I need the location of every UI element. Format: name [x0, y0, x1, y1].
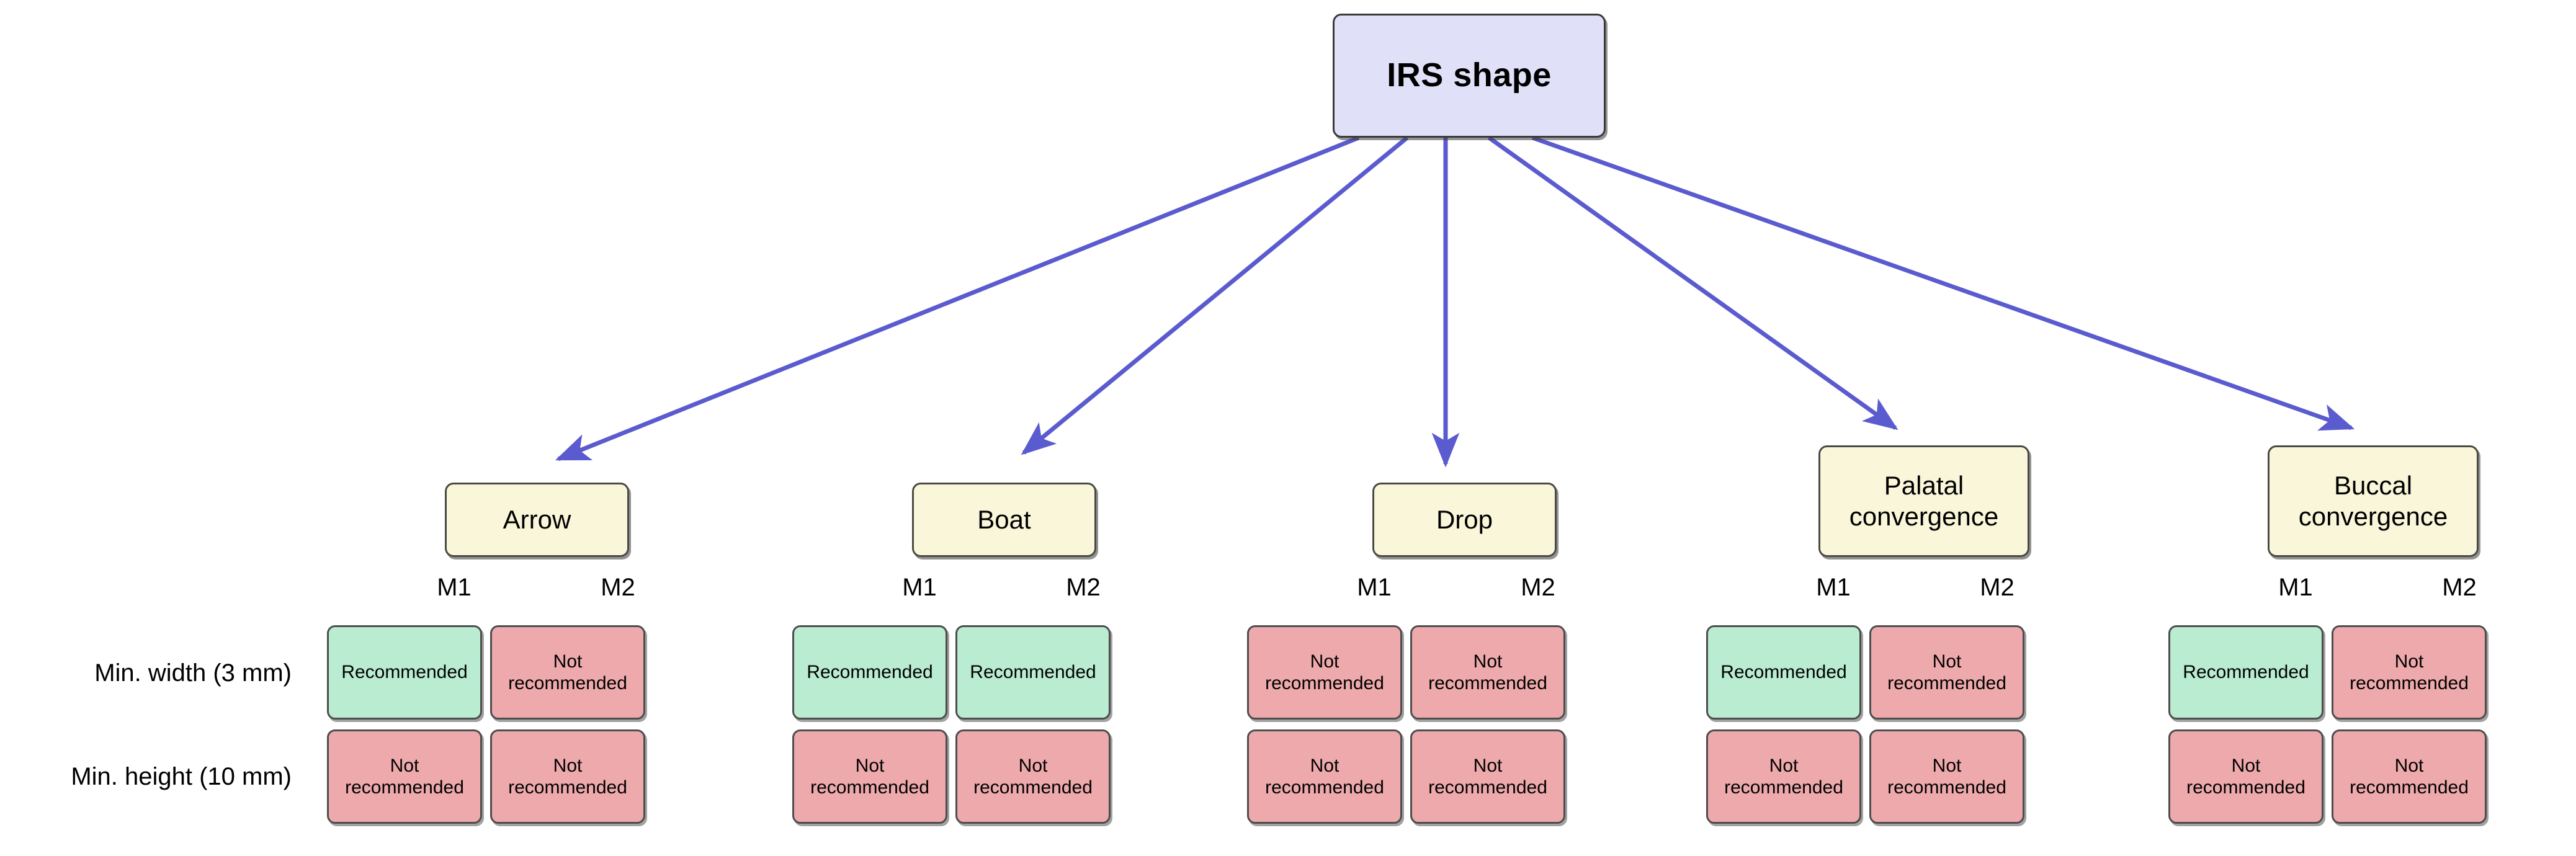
cell-label: Not recommended	[810, 755, 929, 798]
cell-label: Not recommended	[2350, 755, 2469, 798]
column-header-label: M1	[1357, 574, 1392, 601]
shape-node-boat[interactable]: Boat	[912, 483, 1096, 557]
shape-node-label: Palatal convergence	[1845, 470, 2004, 532]
cell-arrow-m2-min-height[interactable]: Not recommended	[490, 729, 645, 824]
cell-drop-m2-min-width[interactable]: Not recommended	[1410, 625, 1565, 720]
cell-label: Not recommended	[2186, 755, 2305, 798]
root-node-label: IRS shape	[1387, 56, 1552, 94]
cell-label: Not recommended	[1724, 755, 1843, 798]
column-header-label: M1	[1816, 574, 1851, 601]
cell-buccal-m2-min-width[interactable]: Not recommended	[2332, 625, 2487, 720]
cell-label: Not recommended	[1265, 755, 1384, 798]
shape-node-label-line-1: Buccal	[2333, 471, 2413, 501]
shape-node-arrow[interactable]: Arrow	[445, 483, 629, 557]
connector-to-arrow	[555, 135, 1360, 461]
column-header-drop-m2: M2	[1457, 574, 1619, 602]
cell-palatal-m2-min-width[interactable]: Not recommended	[1869, 625, 2024, 720]
column-header-buccal-m1: M1	[2215, 574, 2376, 602]
connector-to-buccal	[1531, 135, 2355, 431]
shape-node-palatal-convergence[interactable]: Palatal convergence	[1818, 445, 2029, 557]
root-node-irs-shape[interactable]: IRS shape	[1333, 14, 1606, 138]
column-header-label: M2	[601, 574, 635, 601]
column-header-arrow-m2: M2	[537, 574, 699, 602]
column-header-arrow-m1: M1	[373, 574, 535, 602]
column-header-label: M2	[1066, 574, 1101, 601]
shape-node-label: Arrow	[503, 505, 571, 535]
column-header-label: M1	[437, 574, 472, 601]
shape-node-label: Boat	[977, 505, 1031, 535]
cell-arrow-m1-min-width[interactable]: Recommended	[327, 625, 482, 720]
column-header-label: M2	[2442, 574, 2477, 601]
row-label-text: Min. width (3 mm)	[94, 659, 292, 687]
column-header-label: M2	[1980, 574, 2015, 601]
cell-buccal-m1-min-height[interactable]: Not recommended	[2168, 729, 2323, 824]
shape-node-buccal-convergence[interactable]: Buccal convergence	[2268, 445, 2479, 557]
cell-label: Recommended	[970, 662, 1096, 683]
row-label-min-height: Min. height (10 mm)	[0, 763, 292, 791]
cell-label: Recommended	[807, 662, 933, 683]
column-header-drop-m1: M1	[1294, 574, 1455, 602]
cell-label: Not recommended	[1428, 651, 1547, 693]
cell-drop-m1-min-height[interactable]: Not recommended	[1247, 729, 1402, 824]
row-label-min-width: Min. width (3 mm)	[0, 659, 292, 687]
column-header-palatal-m2: M2	[1916, 574, 2078, 602]
cell-label: Not recommended	[508, 755, 627, 798]
column-header-boat-m1: M1	[839, 574, 1000, 602]
cell-buccal-m2-min-height[interactable]: Not recommended	[2332, 729, 2487, 824]
row-label-text: Min. height (10 mm)	[71, 763, 292, 790]
cell-boat-m2-min-height[interactable]: Not recommended	[955, 729, 1111, 824]
connector-to-boat	[1021, 136, 1409, 455]
cell-label: Not recommended	[1265, 651, 1384, 693]
cell-label: Not recommended	[1887, 755, 2006, 798]
cell-label: Recommended	[2183, 662, 2309, 683]
cell-drop-m1-min-width[interactable]: Not recommended	[1247, 625, 1402, 720]
cell-label: Not recommended	[345, 755, 464, 798]
cell-drop-m2-min-height[interactable]: Not recommended	[1410, 729, 1565, 824]
cell-label: Not recommended	[1428, 755, 1547, 798]
cell-label: Not recommended	[2350, 651, 2469, 693]
cell-boat-m1-min-width[interactable]: Recommended	[792, 625, 947, 720]
column-header-palatal-m1: M1	[1753, 574, 1914, 602]
cell-label: Not recommended	[973, 755, 1093, 798]
column-header-label: M1	[2278, 574, 2313, 601]
shape-node-label-line-2: convergence	[1849, 502, 1999, 531]
connector-to-palatal	[1487, 136, 1898, 430]
column-header-buccal-m2: M2	[2379, 574, 2540, 602]
cell-label: Recommended	[1720, 662, 1847, 683]
cell-boat-m2-min-width[interactable]: Recommended	[955, 625, 1111, 720]
cell-palatal-m1-min-height[interactable]: Not recommended	[1706, 729, 1861, 824]
cell-label: Not recommended	[508, 651, 627, 693]
shape-node-label-line-1: Palatal	[1884, 471, 1964, 501]
shape-node-drop[interactable]: Drop	[1372, 483, 1557, 557]
cell-buccal-m1-min-width[interactable]: Recommended	[2168, 625, 2323, 720]
shape-node-label: Buccal convergence	[2294, 470, 2453, 532]
column-header-label: M1	[902, 574, 937, 601]
cell-label: Recommended	[341, 662, 468, 683]
cell-palatal-m1-min-width[interactable]: Recommended	[1706, 625, 1861, 720]
cell-palatal-m2-min-height[interactable]: Not recommended	[1869, 729, 2024, 824]
cell-arrow-m1-min-height[interactable]: Not recommended	[327, 729, 482, 824]
column-header-label: M2	[1521, 574, 1555, 601]
cell-boat-m1-min-height[interactable]: Not recommended	[792, 729, 947, 824]
shape-node-label-line-2: convergence	[2298, 502, 2448, 531]
column-header-boat-m2: M2	[1003, 574, 1164, 602]
cell-label: Not recommended	[1887, 651, 2006, 693]
shape-node-label: Drop	[1436, 505, 1493, 535]
cell-arrow-m2-min-width[interactable]: Not recommended	[490, 625, 645, 720]
